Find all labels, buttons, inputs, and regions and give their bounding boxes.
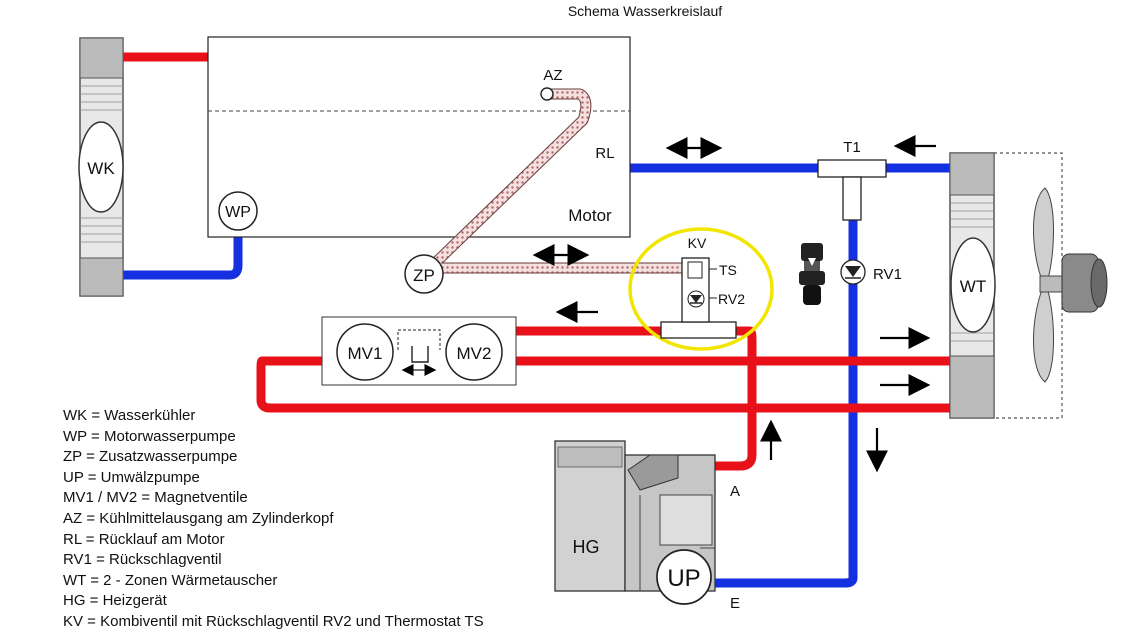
label-e: E	[730, 595, 740, 612]
label-az: AZ	[543, 67, 562, 84]
label-motor: Motor	[568, 206, 612, 225]
heat-exchanger-wt: WT	[949, 152, 1063, 419]
combination-valve-kv: KV TS RV2	[628, 227, 774, 351]
pipe-mv1-loop	[256, 356, 958, 413]
legend-item: UP = Umwälzpumpe	[63, 468, 200, 486]
pipe-t1-to-up	[714, 218, 858, 588]
hatched-pipes	[424, 87, 682, 274]
fan-icon	[1033, 187, 1108, 383]
tee-t1: T1	[817, 139, 887, 221]
solenoid-valves: MV1 MV2	[321, 316, 517, 386]
pipe-wk-to-wp	[120, 228, 243, 280]
pipe-az-zp-kv	[425, 89, 682, 273]
circulation-pump-up: UP	[656, 549, 712, 605]
aux-pump-zp: ZP	[404, 254, 444, 294]
water-cooler-wk: WK	[78, 37, 124, 297]
legend-item: AZ = Kühlmittelausgang am Zylinderkopf	[63, 509, 334, 527]
flow-arrows	[532, 135, 936, 473]
label-kv: KV	[688, 235, 707, 251]
label-ts: TS	[719, 262, 737, 278]
legend-item: RV1 = Rückschlagventil	[63, 551, 222, 569]
diagram-title: Schema Wasserkreislauf	[567, 3, 723, 19]
valve-mv1	[336, 323, 394, 381]
label-rv2: RV2	[718, 291, 745, 307]
label-t1: T1	[843, 139, 861, 156]
label-mv1: MV1	[348, 344, 383, 363]
label-wp: WP	[225, 204, 251, 221]
legend-item: KV = Kombiventil mit Rückschlagventil RV…	[63, 612, 484, 630]
legend-item: WK = Wasserkühler	[63, 407, 196, 424]
label-mv2: MV2	[457, 344, 492, 363]
label-zp: ZP	[413, 266, 435, 285]
label-wt: WT	[960, 277, 986, 296]
pipe-kv-to-hg	[670, 326, 757, 471]
valve-mv2	[445, 323, 503, 381]
legend-item: RL = Rücklauf am Motor	[63, 530, 225, 548]
legend-item: ZP = Zusatzwasserpumpe	[63, 448, 238, 466]
legend-item: WP = Motorwasserpumpe	[63, 427, 236, 445]
legend-item: HG = Heizgerät	[63, 592, 167, 610]
heater-hg: HG A E	[554, 440, 740, 612]
label-a: A	[730, 483, 740, 500]
legend-item: MV1 / MV2 = Magnetventile	[63, 489, 248, 507]
label-wk: WK	[87, 159, 115, 178]
legend-item: WT = 2 - Zonen Wärmetauscher	[63, 571, 278, 589]
label-rv1: RV1	[873, 266, 902, 283]
label-hg: HG	[573, 537, 600, 557]
label-up: UP	[667, 565, 700, 592]
kv-highlight-ring	[628, 227, 774, 351]
rv1-photo-icon	[799, 243, 825, 305]
engine-pump-wp: WP	[218, 191, 258, 231]
label-rl: RL	[595, 145, 614, 162]
check-valve-rv1: RV1	[799, 243, 902, 305]
legend: WK = Wasserkühler WP = Motorwasserpumpe …	[63, 406, 484, 633]
